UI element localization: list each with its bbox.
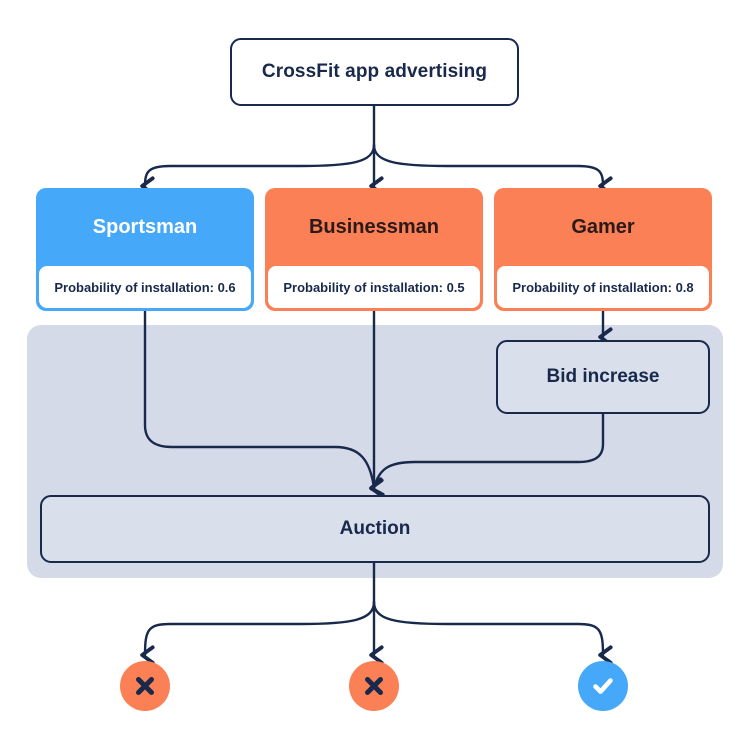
cross-icon	[361, 673, 387, 699]
segment-header-gamer: Gamer	[494, 188, 712, 266]
node-segment-gamer[interactable]: Gamer Probability of installation: 0.8	[494, 188, 712, 311]
bid-increase-label: Bid increase	[546, 366, 660, 387]
segment-probability-gamer: Probability of installation: 0.8	[497, 266, 709, 308]
segment-probability-businessman: Probability of installation: 0.5	[268, 266, 480, 308]
node-crossfit-app-advertising[interactable]: CrossFit app advertising	[230, 38, 519, 106]
segment-title: Sportsman	[92, 215, 198, 238]
node-segment-sportsman[interactable]: Sportsman Probability of installation: 0…	[36, 188, 254, 311]
segment-header-sportsman: Sportsman	[36, 188, 254, 266]
segment-header-businessman: Businessman	[265, 188, 483, 266]
edge-root-to-gamer	[372, 143, 613, 196]
outcome-lost-1[interactable]	[120, 661, 170, 711]
node-bid-increase[interactable]: Bid increase	[496, 340, 710, 414]
node-auction[interactable]: Auction	[40, 495, 710, 563]
edge-auction-to-outcome-1	[140, 600, 376, 665]
outcome-lost-2[interactable]	[349, 661, 399, 711]
node-segment-businessman[interactable]: Businessman Probability of installation:…	[265, 188, 483, 311]
segment-title: Gamer	[571, 215, 635, 238]
edge-auction-to-outcome-3	[372, 600, 613, 665]
cross-icon	[132, 673, 158, 699]
root-label: CrossFit app advertising	[261, 61, 488, 82]
probability-label: Probability of installation: 0.8	[512, 279, 694, 295]
probability-label: Probability of installation: 0.5	[283, 279, 465, 295]
segment-probability-sportsman: Probability of installation: 0.6	[39, 266, 251, 308]
segment-title: Businessman	[308, 215, 440, 238]
auction-label: Auction	[339, 518, 411, 539]
probability-label: Probability of installation: 0.6	[54, 279, 236, 295]
edge-root-to-sportsman	[140, 143, 376, 196]
outcome-won[interactable]	[578, 661, 628, 711]
checkmark-icon	[589, 672, 617, 700]
